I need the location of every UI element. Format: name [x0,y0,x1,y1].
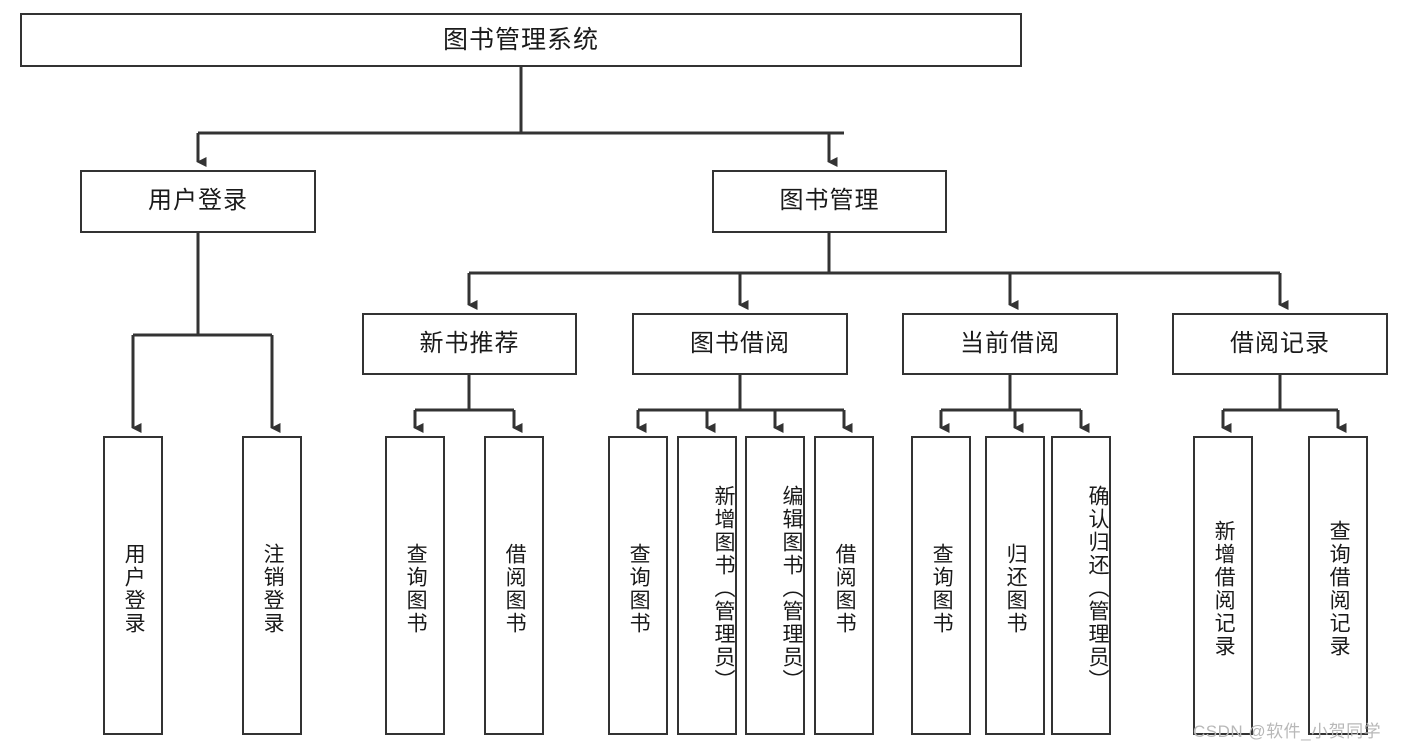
node-label: 当前借阅 [960,329,1060,357]
node-label: 编辑图书（管理员） [780,485,803,692]
node-leaf-query-book-cur[interactable]: 查询图书 [911,436,971,735]
node-label: 查询图书 [627,542,651,635]
node-leaf-logout[interactable]: 注销登录 [242,436,302,735]
node-label: 新增图书（管理员） [712,485,735,692]
node-user-login[interactable]: 用户登录 [80,170,316,233]
node-label: 新书推荐 [419,329,520,357]
node-label: 查询图书 [930,542,954,635]
node-leaf-add-book[interactable]: 新增图书（管理员） [677,436,737,735]
node-current-borrow[interactable]: 当前借阅 [902,313,1118,375]
node-leaf-confirm-return[interactable]: 确认归还（管理员） [1051,436,1111,735]
node-label: 借阅图书 [833,542,857,635]
node-label: 用户登录 [122,542,146,635]
node-leaf-user-login[interactable]: 用户登录 [103,436,163,735]
node-label: 图书借阅 [690,329,790,357]
node-label: 归还图书 [1004,542,1028,635]
node-root[interactable]: 图书管理系统 [20,13,1022,67]
node-borrow-record[interactable]: 借阅记录 [1172,313,1388,375]
node-label: 图书管理系统 [442,26,599,54]
node-label: 注销登录 [261,542,285,635]
node-book-manage[interactable]: 图书管理 [712,170,947,233]
node-label: 借阅图书 [503,542,527,635]
node-leaf-borrow-book-rec[interactable]: 借阅图书 [484,436,544,735]
node-label: 借阅记录 [1230,329,1330,357]
node-label: 图书管理 [779,187,880,215]
node-leaf-query-book-borrow[interactable]: 查询图书 [608,436,668,735]
node-label: 查询借阅记录 [1327,519,1351,658]
node-leaf-query-record[interactable]: 查询借阅记录 [1308,436,1368,735]
node-new-book-rec[interactable]: 新书推荐 [362,313,577,375]
node-label: 用户登录 [148,187,248,215]
node-leaf-return-book[interactable]: 归还图书 [985,436,1045,735]
node-label: 确认归还（管理员） [1086,485,1109,692]
node-leaf-edit-book[interactable]: 编辑图书（管理员） [745,436,805,735]
node-book-borrow[interactable]: 图书借阅 [632,313,848,375]
csdn-watermark: CSDN @软件_小贺同学 [1193,722,1382,741]
node-label: 查询图书 [404,542,428,635]
node-label: 新增借阅记录 [1212,519,1236,658]
node-leaf-add-record[interactable]: 新增借阅记录 [1193,436,1253,735]
node-leaf-query-book-rec[interactable]: 查询图书 [385,436,445,735]
node-leaf-borrow-book[interactable]: 借阅图书 [814,436,874,735]
